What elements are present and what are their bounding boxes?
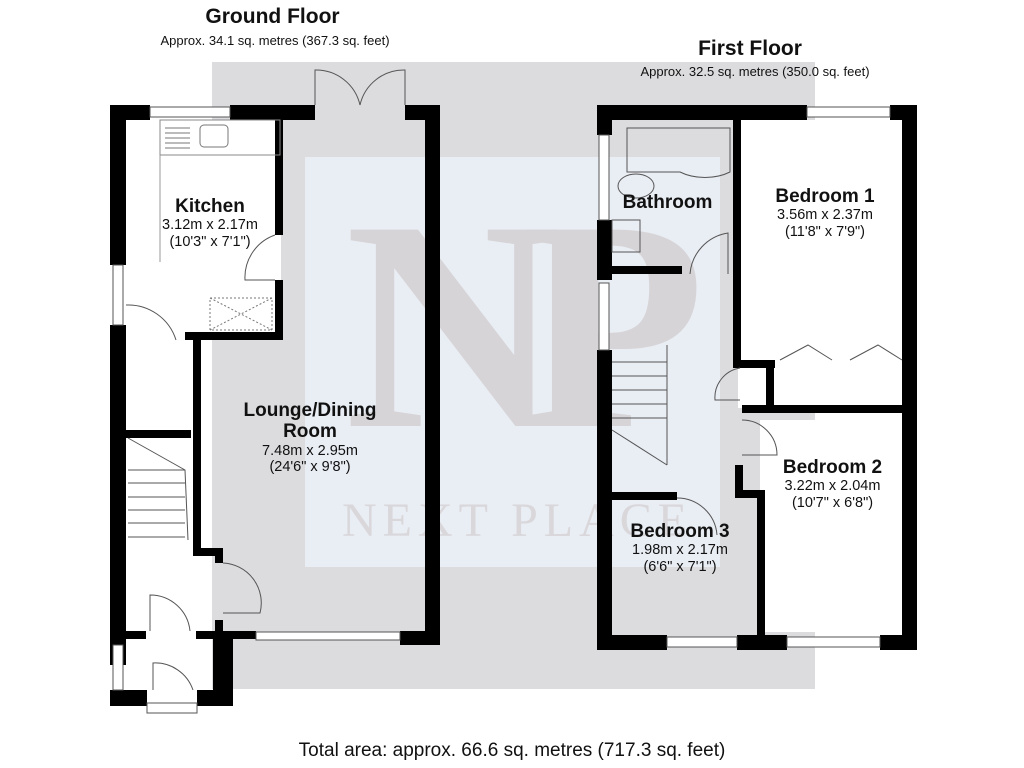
room-bedroom-2: Bedroom 2 3.22m x 2.04m (10'7" x 6'8"): [760, 457, 905, 511]
room-name: Bedroom 3: [630, 521, 730, 542]
room-metric: 3.12m x 2.17m: [162, 217, 258, 234]
room-imperial: (10'3" x 7'1"): [169, 233, 251, 250]
room-metric: 7.48m x 2.95m: [262, 442, 358, 459]
room-name: Bedroom 2: [782, 457, 883, 478]
room-metric: 3.22m x 2.04m: [784, 478, 881, 495]
ground-floor-plan: [110, 69, 440, 714]
ground-floor-area: Approx. 34.1 sq. metres (367.3 sq. feet): [160, 33, 390, 48]
room-lounge-dining: Lounge/Dining Room 7.48m x 2.95m (24'6" …: [230, 400, 390, 475]
room-metric: 3.56m x 2.37m: [777, 207, 873, 224]
room-name-line2: Room: [283, 421, 337, 443]
sink-icon: [165, 124, 229, 149]
room-imperial: (24'6" x 9'8"): [269, 458, 351, 475]
ground-floor-walls: [110, 105, 440, 706]
room-name: Bathroom: [622, 192, 713, 213]
room-imperial: (10'7" x 6'8"): [791, 494, 874, 511]
room-metric: 1.98m x 2.17m: [632, 542, 728, 559]
room-name: Bedroom 1: [775, 186, 875, 207]
first-stairs-icon: [611, 345, 668, 466]
total-area: Total area: approx. 66.6 sq. metres (717…: [298, 740, 726, 761]
first-floor-title: First Floor: [698, 37, 802, 60]
basin-icon: [611, 219, 641, 253]
room-bathroom: Bathroom: [610, 192, 725, 213]
first-floor-walls: [597, 105, 917, 650]
ground-floor-title: Ground Floor: [205, 5, 340, 28]
first-floor-plan: [597, 105, 917, 650]
watermark-text: NEXT PLACE: [342, 494, 694, 547]
ground-stairs-icon: [127, 437, 189, 541]
first-floor-area: Approx. 32.5 sq. metres (350.0 sq. feet): [640, 64, 870, 79]
room-name: Kitchen: [175, 196, 245, 217]
room-imperial: (11'8" x 7'9"): [784, 223, 866, 240]
bath-icon: [626, 127, 731, 178]
room-name-line1: Lounge/Dining: [243, 400, 377, 421]
toilet-icon: [617, 173, 655, 199]
watermark-logo: NP: [345, 159, 705, 491]
room-bedroom-3: Bedroom 3 1.98m x 2.17m (6'6" x 7'1"): [610, 521, 750, 575]
room-imperial: (6'6" x 7'1"): [643, 558, 717, 575]
room-kitchen: Kitchen 3.12m x 2.17m (10'3" x 7'1"): [130, 196, 290, 250]
room-bedroom-1: Bedroom 1 3.56m x 2.37m (11'8" x 7'9"): [750, 186, 900, 240]
